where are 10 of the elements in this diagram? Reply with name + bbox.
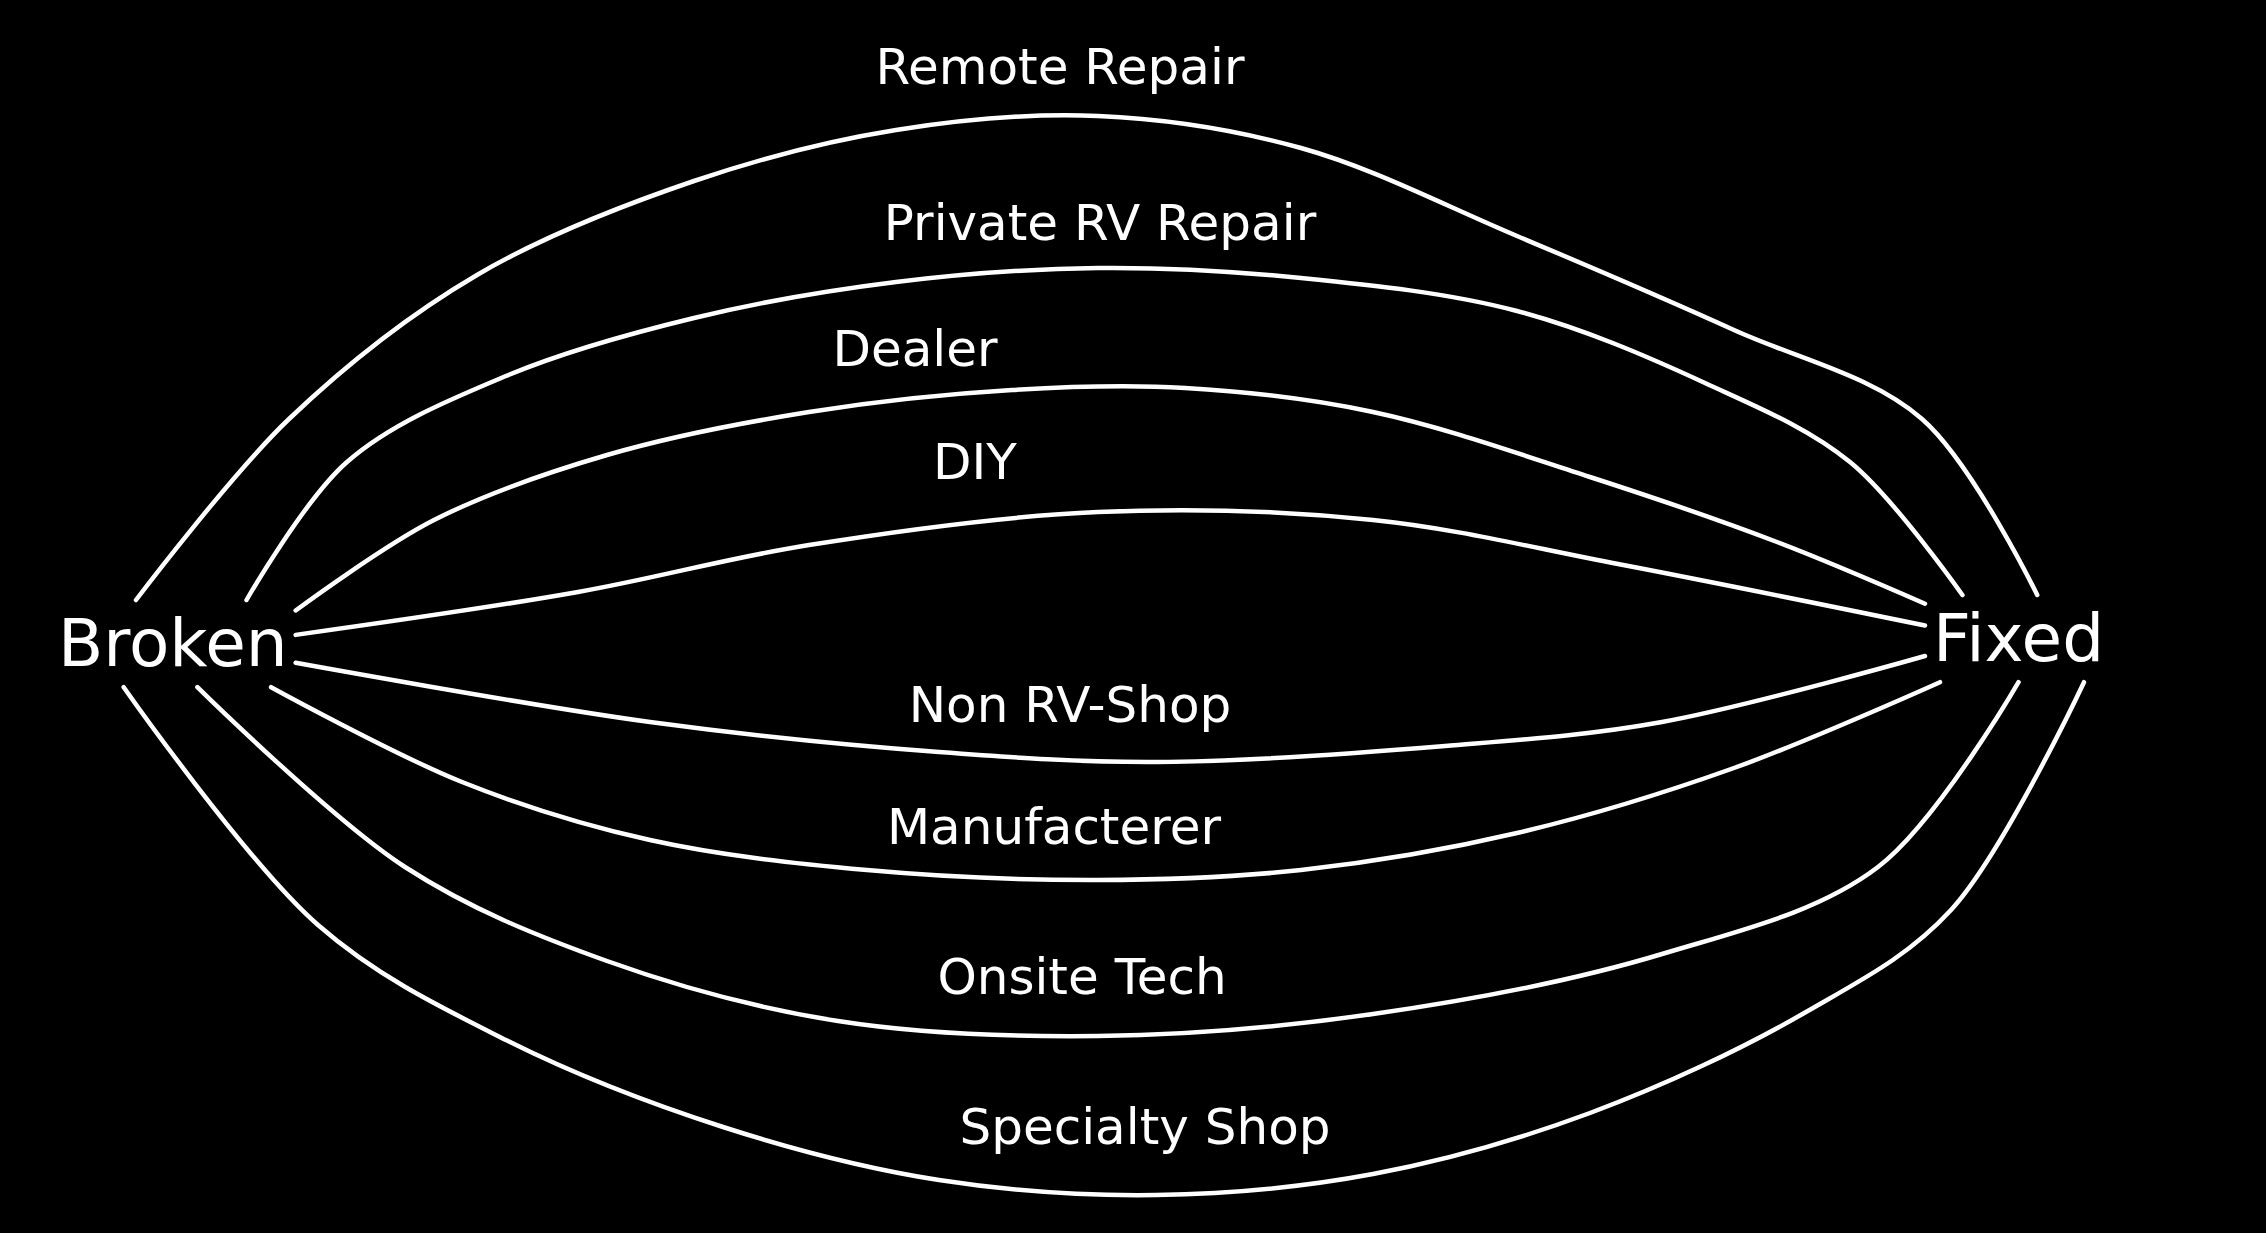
connector-line <box>293 653 1928 765</box>
connector-line <box>268 679 1943 883</box>
connector-line <box>293 383 1928 613</box>
connector-line <box>121 679 2087 1198</box>
connector-line <box>244 265 1965 603</box>
connector-line <box>293 508 1928 638</box>
state-label: Fixed <box>1925 595 2113 683</box>
connector-line <box>195 679 2021 1039</box>
connector-line <box>133 113 2040 603</box>
state-label: Broken <box>50 600 296 688</box>
